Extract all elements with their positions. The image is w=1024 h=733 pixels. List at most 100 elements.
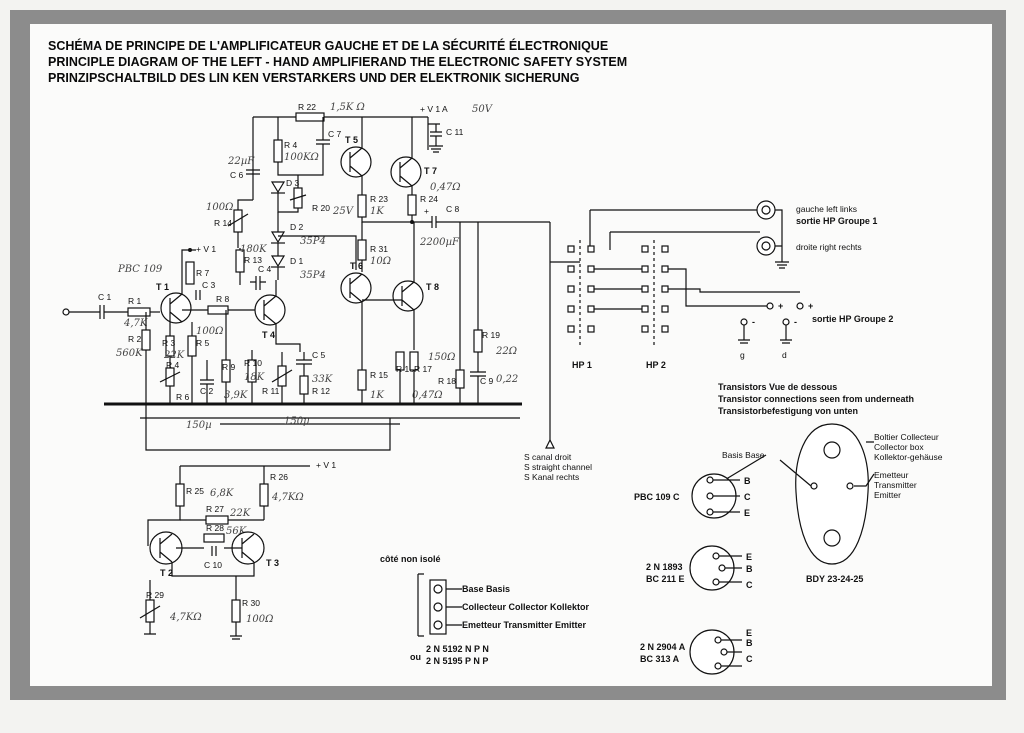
- pin-emitter: Emetteur Transmitter Emitter: [462, 620, 587, 630]
- output-right: droite right rechts: [796, 242, 862, 252]
- ou-label: ou: [410, 652, 421, 662]
- r31-label: R 31: [370, 244, 388, 254]
- channel-en: S straight channel: [524, 462, 592, 472]
- t1-label: T 1: [156, 282, 169, 292]
- n2904-c: C: [746, 654, 753, 664]
- r23-volt: 25V: [332, 206, 355, 217]
- r5-value: 100Ω: [196, 326, 223, 337]
- v1-label: + V 1: [196, 244, 216, 254]
- r24-label: R 24: [420, 194, 438, 204]
- r6-label: R 6: [176, 392, 190, 402]
- r10-label: R 10: [244, 358, 262, 368]
- r22-label: R 22: [298, 102, 316, 112]
- r4-label: R 4: [284, 140, 298, 150]
- out2-plus-a: +: [778, 301, 783, 311]
- v1b-label: + V 1: [316, 460, 336, 470]
- c9-value: 0,22: [496, 374, 518, 385]
- r16-label: R 16: [396, 364, 414, 374]
- channel-fr: S canal droit: [524, 452, 572, 462]
- r7-label: R 7: [196, 268, 210, 278]
- r23-label: R 23: [370, 194, 388, 204]
- title-en: PRINCIPLE DIAGRAM OF THE LEFT - HAND AMP…: [48, 55, 627, 69]
- out2-d: d: [782, 350, 787, 360]
- pbc-c: C: [744, 492, 751, 502]
- r15-value: 1K: [370, 390, 384, 401]
- r2-value: 560K: [116, 348, 143, 359]
- t6-label: T 6: [350, 261, 363, 271]
- emetteur-de: Emitter: [874, 490, 901, 500]
- legend-heading-de: Transistorbefestigung von unten: [718, 406, 858, 416]
- r3-label: R 3: [162, 338, 176, 348]
- t2n1893-label: 2 N 1893: [646, 562, 683, 572]
- r12-value: 33K: [312, 374, 333, 385]
- r15-label: R 15: [370, 370, 388, 380]
- c11-label: C 11: [446, 127, 464, 137]
- c9-label: C 9: [480, 376, 494, 386]
- r28-label: R 28: [206, 523, 224, 533]
- c1-label: C 1: [98, 292, 112, 302]
- boltier-fr: Boltier Collecteur: [874, 432, 939, 442]
- hp2-label: HP 2: [646, 360, 666, 370]
- r13-value: 180K: [240, 244, 267, 255]
- n1893-b: B: [746, 564, 753, 574]
- r30-value: 100Ω: [246, 614, 273, 625]
- hp1-switch: [567, 240, 595, 345]
- c8-plus: +: [424, 206, 429, 216]
- n1893-c: C: [746, 580, 753, 590]
- bc313a-label: BC 313 A: [640, 654, 680, 664]
- d1-label: D 1: [290, 256, 304, 266]
- pbc-e: E: [744, 508, 750, 518]
- boltier-de: Kollektor-gehäuse: [874, 452, 943, 462]
- c8-value: 2200µF: [419, 237, 460, 248]
- r26-value: 4,7KΩ: [271, 492, 304, 503]
- r2-label: R 2: [128, 334, 142, 344]
- pnp-label: 2 N 5195 P N P: [426, 656, 488, 666]
- r1-label: R 1: [128, 296, 142, 306]
- r13-label: R 13: [244, 255, 262, 265]
- output-group2: sortie HP Groupe 2: [812, 314, 893, 324]
- d1-value: 35P4: [300, 270, 326, 281]
- v1a-label: + V 1 A: [420, 104, 448, 114]
- r29-label: R 29: [146, 590, 164, 600]
- cote-label: côté non isolé: [380, 554, 441, 564]
- d2-value: 35P4: [300, 236, 326, 247]
- pin-base: Base Basis: [462, 584, 510, 594]
- output-left: gauche left links: [796, 204, 857, 214]
- channel-de: S Kanal rechts: [524, 472, 579, 482]
- r19-label: R 19: [482, 330, 500, 340]
- r30-label: R 30: [242, 598, 260, 608]
- c6-label: C 6: [230, 170, 244, 180]
- bc211e-label: BC 211 E: [646, 574, 685, 584]
- r26-label: R 26: [270, 472, 288, 482]
- boltier-en: Collector box: [874, 442, 924, 452]
- title-de: PRINZIPSCHALTBILD DES LIN KEN VERSTARKER…: [48, 71, 580, 85]
- r20-label: R 20: [312, 203, 330, 213]
- legend-heading-en: Transistor connections seen from underne…: [718, 394, 914, 404]
- c150a-value: 150µ: [186, 420, 212, 431]
- t3-label: T 3: [266, 558, 279, 568]
- c4-label: C 4: [258, 264, 272, 274]
- n2904-b: B: [746, 638, 753, 648]
- n2904-e: E: [746, 628, 752, 638]
- bdy-label: BDY 23-24-25: [806, 574, 863, 584]
- r9-label: R 9: [222, 362, 236, 372]
- r28-value: 56K: [226, 526, 247, 537]
- pbc109c-label: PBC 109 C: [634, 492, 680, 502]
- r11-label: R 11: [262, 386, 280, 396]
- r17-label: R 17: [414, 364, 432, 374]
- r18-value: 150Ω: [428, 352, 455, 363]
- r4-value: 100KΩ: [284, 152, 319, 163]
- note-50v: 50V: [472, 104, 494, 115]
- hp2-switch: [641, 240, 669, 345]
- r19-value: 22Ω: [495, 346, 517, 357]
- t2-label: T 2: [160, 568, 173, 578]
- r29-value: 4,7KΩ: [169, 612, 202, 623]
- r23-value: 1K: [370, 206, 384, 217]
- r5-label: R 5: [196, 338, 210, 348]
- c150b-value: 150µ: [284, 416, 310, 427]
- c8-label: C 8: [446, 204, 460, 214]
- r27-value: 22K: [229, 508, 251, 519]
- c3-label: C 3: [202, 280, 216, 290]
